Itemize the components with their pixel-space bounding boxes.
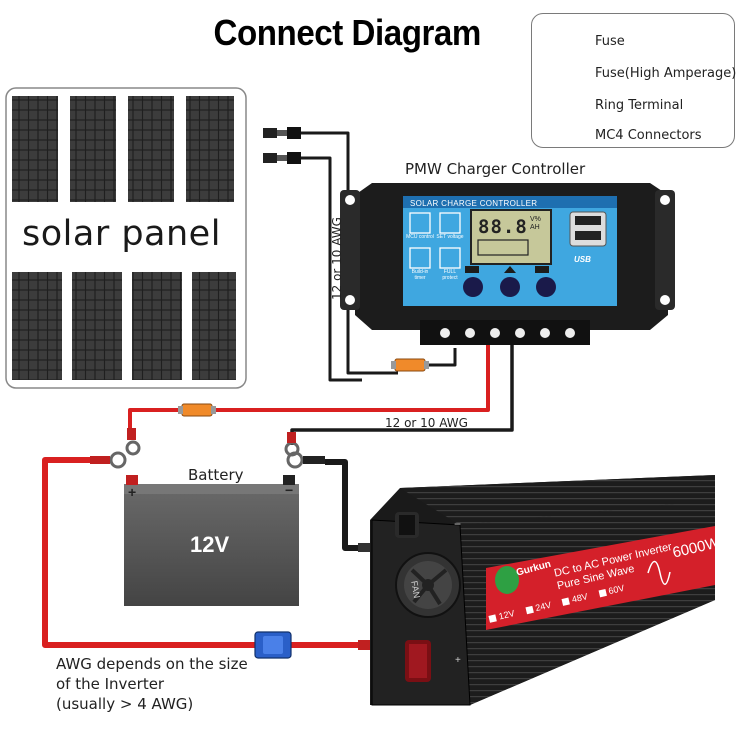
awg-note-line1: AWG depends on the size	[56, 655, 248, 673]
inverter-top-ribs	[400, 475, 715, 525]
charge-controller	[340, 183, 675, 345]
solar-panel	[5, 87, 247, 389]
battery-plus-sign: +	[128, 484, 137, 500]
battery-positive-terminal	[126, 475, 138, 485]
protect-label: FULL protect	[442, 269, 458, 281]
page-title: Connect Diagram	[213, 12, 482, 53]
legend-item-mc4-connectors: MC4 Connectors	[532, 126, 736, 148]
awg-note: AWG depends on the size of the Inverter …	[56, 654, 248, 714]
controller-button-1	[463, 277, 483, 297]
solar-panel-label: solar panel	[22, 214, 221, 254]
legend-label: Fuse(High Amperage)	[595, 66, 737, 81]
legend: Fuse Fuse(High Amperage) Ring Terminal M…	[531, 13, 736, 148]
awg-note-line3: (usually > 4 AWG)	[56, 695, 194, 713]
solar-panel-cells-top	[12, 96, 234, 202]
mc4-connector-icon	[263, 127, 301, 164]
timer-label: Build-in timer	[411, 269, 429, 281]
controller-lcd-unit: V% AH	[530, 216, 541, 232]
ring-terminal-icon	[90, 428, 372, 650]
awg-note-line2: of the Inverter	[56, 675, 165, 693]
controller-title: PMW Charger Controller	[405, 160, 586, 178]
controller-button-3	[536, 277, 556, 297]
wire-gauge-label-vertical: 12 or 10 AWG	[330, 217, 344, 300]
inverter-minus-sign: −	[454, 517, 462, 531]
controller-left-tab	[340, 190, 360, 310]
inverter	[370, 475, 715, 706]
lcd-unit-top: V%	[530, 216, 541, 223]
controller-right-tab	[655, 190, 675, 310]
mcu-label: MCU control	[406, 234, 434, 240]
controller-button-2	[500, 277, 520, 297]
battery	[124, 475, 299, 606]
inverter-plus-sign: +	[455, 655, 461, 666]
battery-body	[124, 484, 299, 606]
legend-label: MC4 Connectors	[595, 128, 702, 143]
inverter-negative-wire	[325, 459, 372, 551]
battery-negative-terminal	[283, 475, 295, 485]
sine-wave-icon	[647, 560, 671, 585]
wire-gauge-label-horizontal: 12 or 10 AWG	[385, 416, 468, 430]
pv-negative-wire	[300, 156, 362, 382]
controller-lcd-readout: 88.8	[478, 216, 528, 238]
inverter-logo	[495, 566, 519, 594]
set-voltage-label: SET voltage	[436, 234, 464, 240]
battery-fuse-icon	[178, 403, 216, 417]
battery-minus-sign: −	[285, 482, 294, 498]
legend-item-high-amperage-fuse: Fuse(High Amperage)	[532, 64, 736, 86]
legend-label: Ring Terminal	[595, 98, 684, 113]
legend-item-ring-terminal: Ring Terminal	[532, 96, 736, 118]
battery-label: Battery	[188, 466, 244, 484]
high-amperage-fuse-icon	[254, 631, 292, 659]
lcd-unit-bottom: AH	[530, 224, 540, 231]
fuse-icon	[391, 358, 429, 372]
legend-item-fuse: Fuse	[532, 32, 736, 54]
legend-label: Fuse	[595, 34, 625, 49]
controller-header: SOLAR CHARGE CONTROLLER	[410, 199, 538, 208]
inverter-positive-wire	[42, 457, 365, 648]
usb-label: USB	[574, 255, 591, 264]
solar-panel-cells-bottom	[12, 272, 236, 380]
battery-voltage: 12V	[190, 532, 230, 557]
